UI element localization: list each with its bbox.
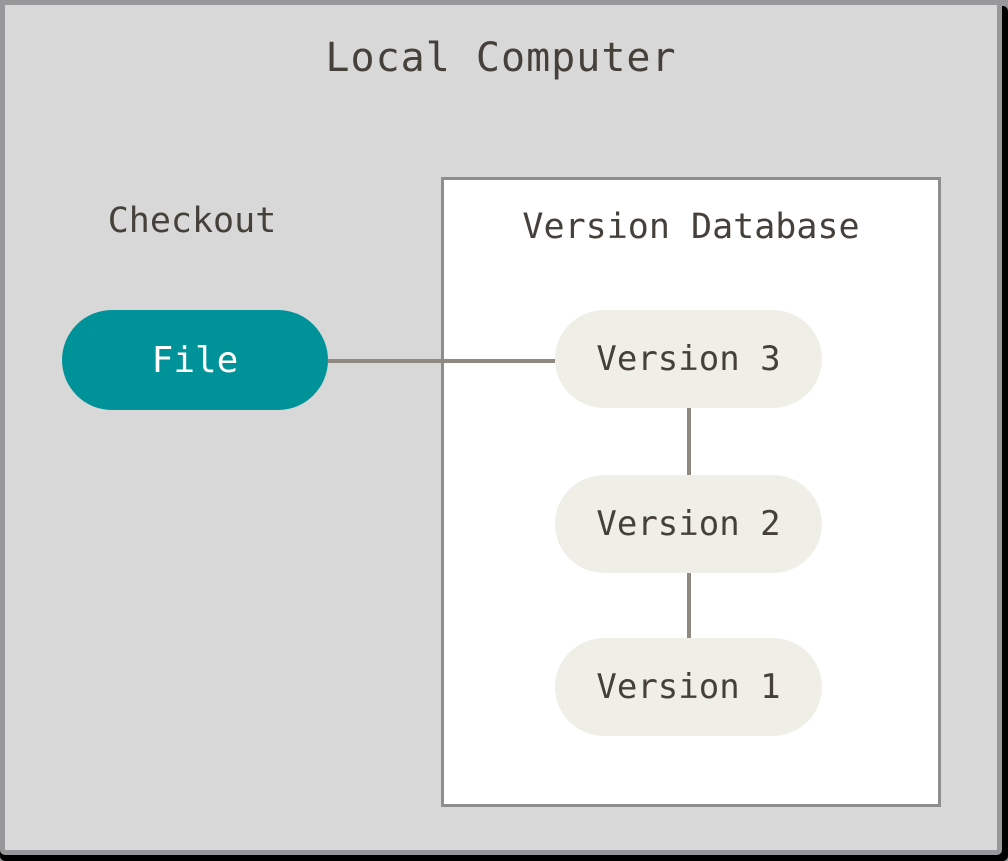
- checkout-label: Checkout: [107, 201, 277, 241]
- version-3-node: Version 3: [555, 310, 822, 408]
- diagram-title: Local Computer: [325, 35, 677, 81]
- connector-file-version3: [328, 359, 555, 363]
- version-3-label: Version 3: [596, 339, 781, 379]
- file-node: File: [62, 310, 328, 410]
- version-database-title: Version Database: [522, 207, 860, 247]
- connector-version2-version1: [687, 571, 691, 638]
- connector-version3-version2: [687, 406, 691, 475]
- version-2-label: Version 2: [596, 504, 781, 544]
- file-node-label: File: [151, 339, 239, 381]
- version-1-label: Version 1: [596, 667, 781, 707]
- version-2-node: Version 2: [555, 475, 822, 573]
- version-1-node: Version 1: [555, 638, 822, 736]
